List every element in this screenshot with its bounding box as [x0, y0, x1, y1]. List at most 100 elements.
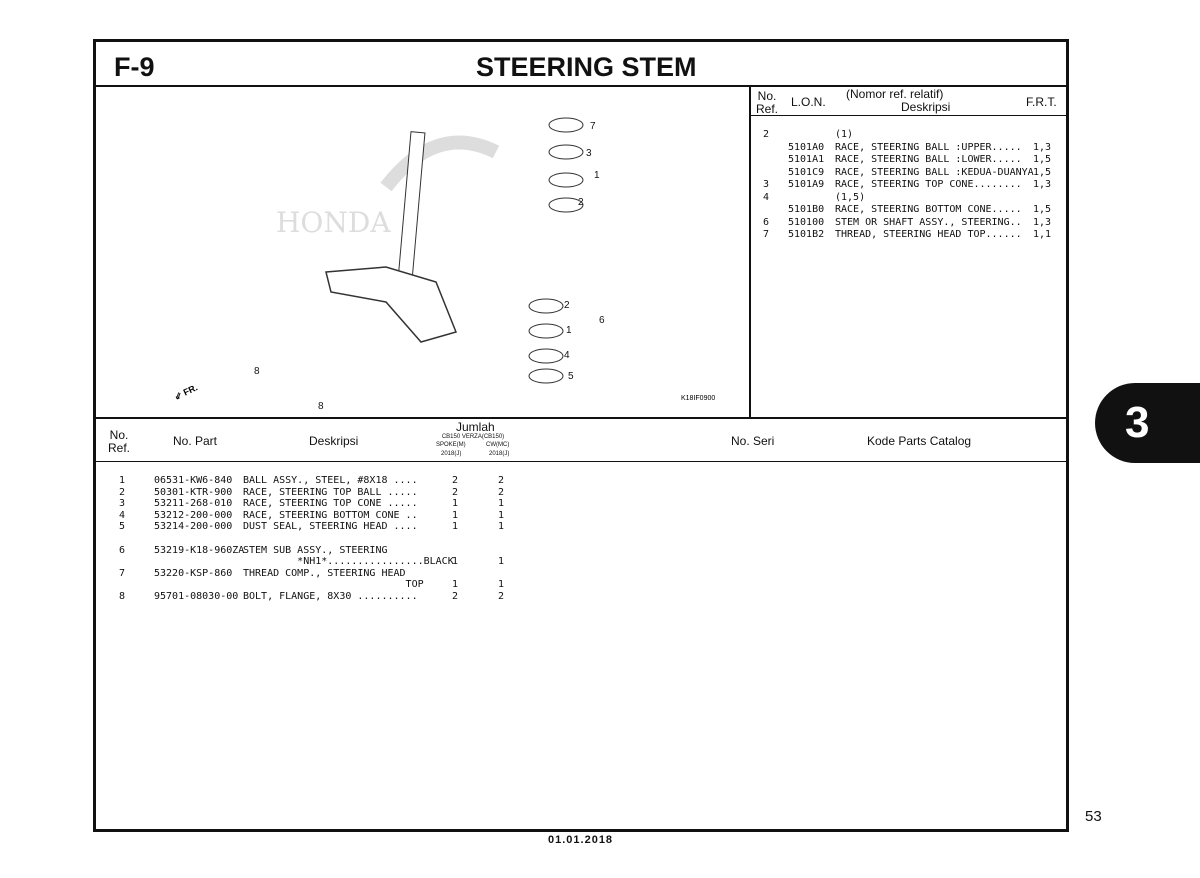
ref-description: RACE, STEERING TOP CONE........ — [835, 179, 1022, 190]
ref-description: RACE, STEERING BALL :KEDUA-DUANYA — [835, 166, 1034, 178]
quantity-spoke: 2 — [452, 475, 459, 486]
ref-description: RACE, STEERING BOTTOM CONE..... — [835, 204, 1022, 215]
frt-value: 1,5 — [1033, 154, 1052, 165]
ref-number: 8 — [119, 590, 126, 602]
svg-text:1: 1 — [566, 325, 572, 336]
honda-watermark: HONDA — [276, 206, 391, 239]
ref-number: 1 — [119, 475, 126, 486]
part-number: 53214-200-000 — [154, 521, 233, 533]
table-row: 8 95701-08030-00 BOLT, FLANGE, 8X30 ......… — [116, 591, 516, 603]
divider — [96, 461, 1066, 462]
svg-text:3: 3 — [586, 148, 592, 159]
part-description: TOP — [243, 579, 424, 591]
divider — [749, 85, 751, 418]
quantity-spoke: 1 — [452, 509, 459, 521]
quantity-cw: 2 — [498, 486, 505, 498]
lon-code: 5101A9 — [788, 179, 825, 190]
table-row — [116, 533, 516, 545]
divider — [96, 417, 1066, 419]
part-description: RACE, STEERING TOP BALL ..... — [243, 486, 418, 498]
print-date: 01.01.2018 — [548, 834, 614, 846]
quantity-spoke: 1 — [452, 556, 459, 568]
ref-number: 3 — [763, 179, 770, 190]
lon-code: 5101A0 — [788, 141, 825, 153]
table-row: 5 53214-200-000 DUST SEAL, STEERING HEAD .… — [116, 521, 516, 533]
quantity-cw: 1 — [498, 521, 505, 533]
section-code: F-9 — [114, 52, 155, 82]
divider — [96, 85, 1066, 87]
part-number: 95701-08030-00 — [154, 590, 239, 602]
lon-code: 5101A1 — [788, 154, 825, 165]
table-row: TOP 1 1 — [116, 579, 516, 591]
ref-row: 4 (1,5) — [763, 192, 1063, 205]
ref-description: RACE, STEERING BALL :LOWER..... — [835, 154, 1022, 165]
ref-row: 5101B0 RACE, STEERING BOTTOM CONE..... 1,5 — [763, 204, 1063, 217]
ref-number: 6 — [119, 544, 126, 556]
frt-value: 1,1 — [1033, 229, 1052, 240]
ref-description: THREAD, STEERING HEAD TOP...... — [835, 229, 1022, 240]
table-row: 7 53220-KSP-860 THREAD COMP., STEERING HEA… — [116, 568, 516, 580]
part-number: 53212-200-000 — [154, 509, 233, 521]
quantity-cw: 1 — [498, 498, 505, 510]
ref-number: 4 — [763, 191, 770, 203]
diagram-code: K18IF0900 — [681, 395, 715, 402]
ref-description: (1) — [835, 129, 854, 140]
svg-text:2: 2 — [578, 197, 584, 208]
table-row: 4 53212-200-000 RACE, STEERING BOTTOM CONE… — [116, 510, 516, 522]
part-description: RACE, STEERING BOTTOM CONE .. — [243, 509, 418, 521]
svg-text:7: 7 — [590, 121, 596, 132]
svg-text:8: 8 — [254, 366, 260, 377]
quantity-spoke: 2 — [452, 486, 459, 498]
part-description: *NH1*................BLACK — [243, 556, 454, 568]
svg-text:2: 2 — [564, 300, 570, 311]
quantity-cw: 1 — [498, 579, 505, 591]
ref-number: 5 — [119, 521, 126, 533]
frt-value: 1,3 — [1033, 216, 1052, 228]
frt-value: 1,5 — [1033, 166, 1052, 178]
quantity-cw: 2 — [498, 590, 505, 602]
svg-text:4: 4 — [564, 350, 570, 361]
quantity-spoke: 1 — [452, 498, 459, 510]
part-number: 53220-KSP-860 — [154, 567, 233, 579]
ref-number: 6 — [763, 216, 770, 228]
ref-row: 2 (1) — [763, 129, 1063, 142]
part-description: BOLT, FLANGE, 8X30 .......... — [243, 590, 418, 602]
part-description: THREAD COMP., STEERING HEAD — [243, 567, 406, 579]
ref-number: 3 — [119, 498, 126, 510]
ref-number: 7 — [119, 567, 126, 579]
quantity-spoke: 2 — [452, 590, 459, 602]
ref-number: 7 — [763, 229, 770, 240]
frt-value: 1,3 — [1033, 179, 1052, 190]
svg-text:1: 1 — [594, 170, 600, 181]
ref-row: 5101A1 RACE, STEERING BALL :LOWER..... 1,5 — [763, 154, 1063, 167]
part-number: 53211-268-010 — [154, 498, 233, 510]
lon-code: 510100 — [788, 216, 825, 228]
part-number: 53219-K18-960ZA — [154, 544, 245, 556]
quantity-spoke: 1 — [452, 579, 459, 591]
ref-description: STEM OR SHAFT ASSY., STEERING.. — [835, 216, 1022, 228]
quantity-cw: 1 — [498, 509, 505, 521]
ref-description: (1,5) — [835, 191, 866, 203]
svg-text:6: 6 — [599, 315, 605, 326]
frt-value: 1,3 — [1033, 141, 1052, 153]
ref-number: 2 — [763, 129, 770, 140]
lon-code: 5101C9 — [788, 166, 825, 178]
page-title: STEERING STEM — [476, 52, 697, 82]
section-tab: 3 — [1095, 383, 1200, 463]
frt-value: 1,5 — [1033, 204, 1052, 215]
svg-text:8: 8 — [318, 401, 324, 412]
lon-code: 5101B0 — [788, 204, 825, 215]
ref-number: 2 — [119, 486, 126, 498]
part-description: DUST SEAL, STEERING HEAD .... — [243, 521, 418, 533]
ref-number: 4 — [119, 509, 126, 521]
svg-text:5: 5 — [568, 371, 574, 382]
